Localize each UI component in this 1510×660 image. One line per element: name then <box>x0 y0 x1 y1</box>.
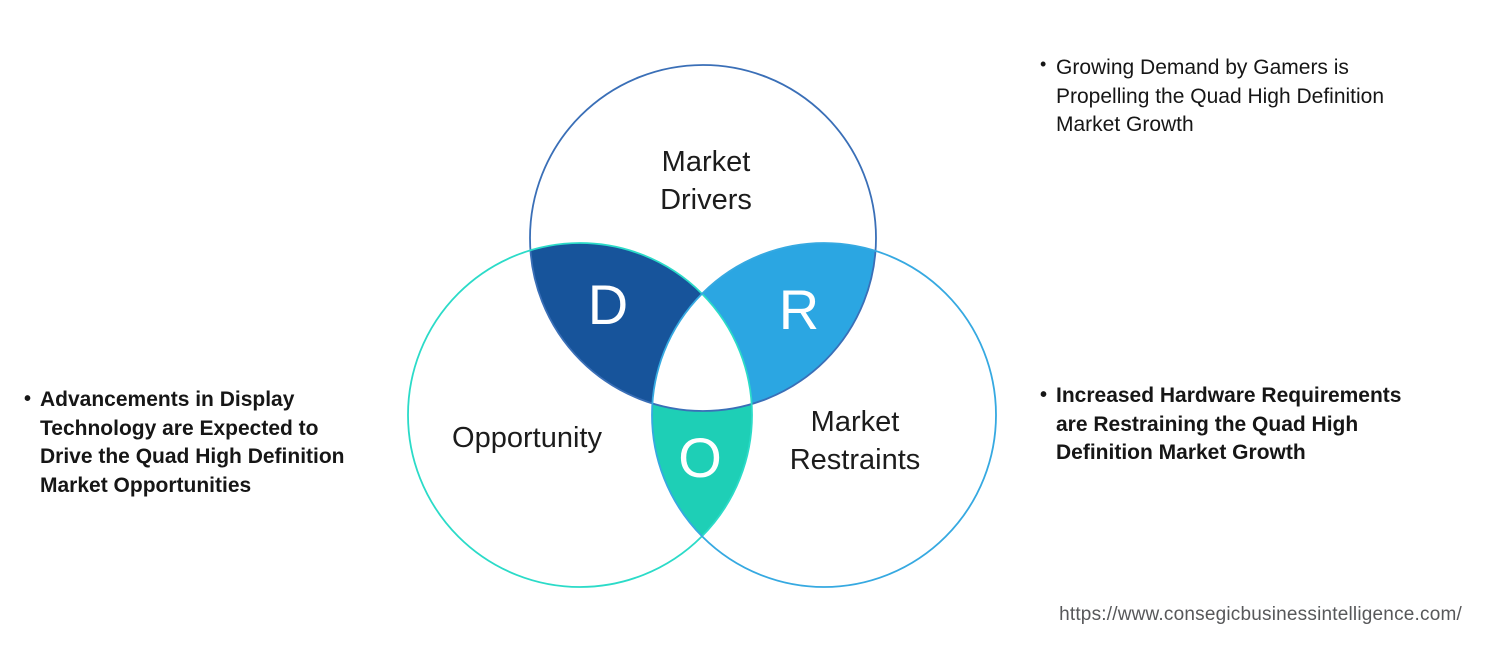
opportunity-overlap-letter: O <box>678 426 722 489</box>
drivers-bullet-line: Propelling the Quad High Definition <box>1056 84 1385 108</box>
restraints-overlap-letter: R <box>778 278 820 341</box>
drivers-restraints-overlap-region <box>652 243 876 411</box>
market-restraints-label-line2: Restraints <box>789 444 921 476</box>
bullet-icon: • <box>1040 384 1048 406</box>
drivers-bullet-note: • Growing Demand by Gamers is Propelling… <box>1040 54 1460 140</box>
opportunity-bullet-line: Advancements in Display <box>40 388 295 411</box>
bullet-icon: • <box>1040 54 1047 74</box>
drivers-overlap-letter: D <box>587 273 629 336</box>
opportunity-bullet-line: Drive the Quad High Definition <box>40 445 345 468</box>
market-restraints-label: Market Restraints <box>790 403 921 479</box>
opportunity-bullet-text: Advancements in Display Technology are E… <box>40 386 345 500</box>
drivers-bullet-text: Growing Demand by Gamers is Propelling t… <box>1056 54 1384 140</box>
market-drivers-circle-outline <box>529 64 877 412</box>
restraints-bullet-line: Definition Market Growth <box>1056 441 1306 464</box>
restraints-bullet-note: • Increased Hardware Requirements are Re… <box>1040 382 1460 468</box>
opportunity-bullet-note: • Advancements in Display Technology are… <box>24 386 396 500</box>
market-drivers-label-line1: Market <box>661 146 751 178</box>
opportunity-label: Opportunity <box>452 419 602 457</box>
drivers-bullet-line: Market Growth <box>1056 113 1194 136</box>
market-restraints-circle-outline <box>651 242 997 588</box>
market-restraints-label-line1: Market <box>810 406 900 438</box>
restraints-bullet-line: are Restraining the Quad High <box>1056 412 1359 436</box>
drivers-opportunity-overlap-region <box>530 243 752 411</box>
bullet-icon: • <box>24 388 32 410</box>
restraints-bullet-text: Increased Hardware Requirements are Rest… <box>1056 382 1401 468</box>
restraints-bullet-line: Increased Hardware Requirements <box>1056 384 1402 407</box>
market-drivers-label: Market Drivers <box>660 143 752 219</box>
opportunity-bullet-line: Technology are Expected to <box>40 416 319 440</box>
opportunity-circle-outline <box>407 242 753 588</box>
source-url: https://www.consegicbusinessintelligence… <box>1059 604 1462 625</box>
opportunity-label-line1: Opportunity <box>452 422 602 454</box>
opportunity-bullet-line: Market Opportunities <box>40 473 252 497</box>
drivers-bullet-line: Growing Demand by Gamers is <box>1056 56 1349 79</box>
market-drivers-label-line2: Drivers <box>660 184 752 216</box>
